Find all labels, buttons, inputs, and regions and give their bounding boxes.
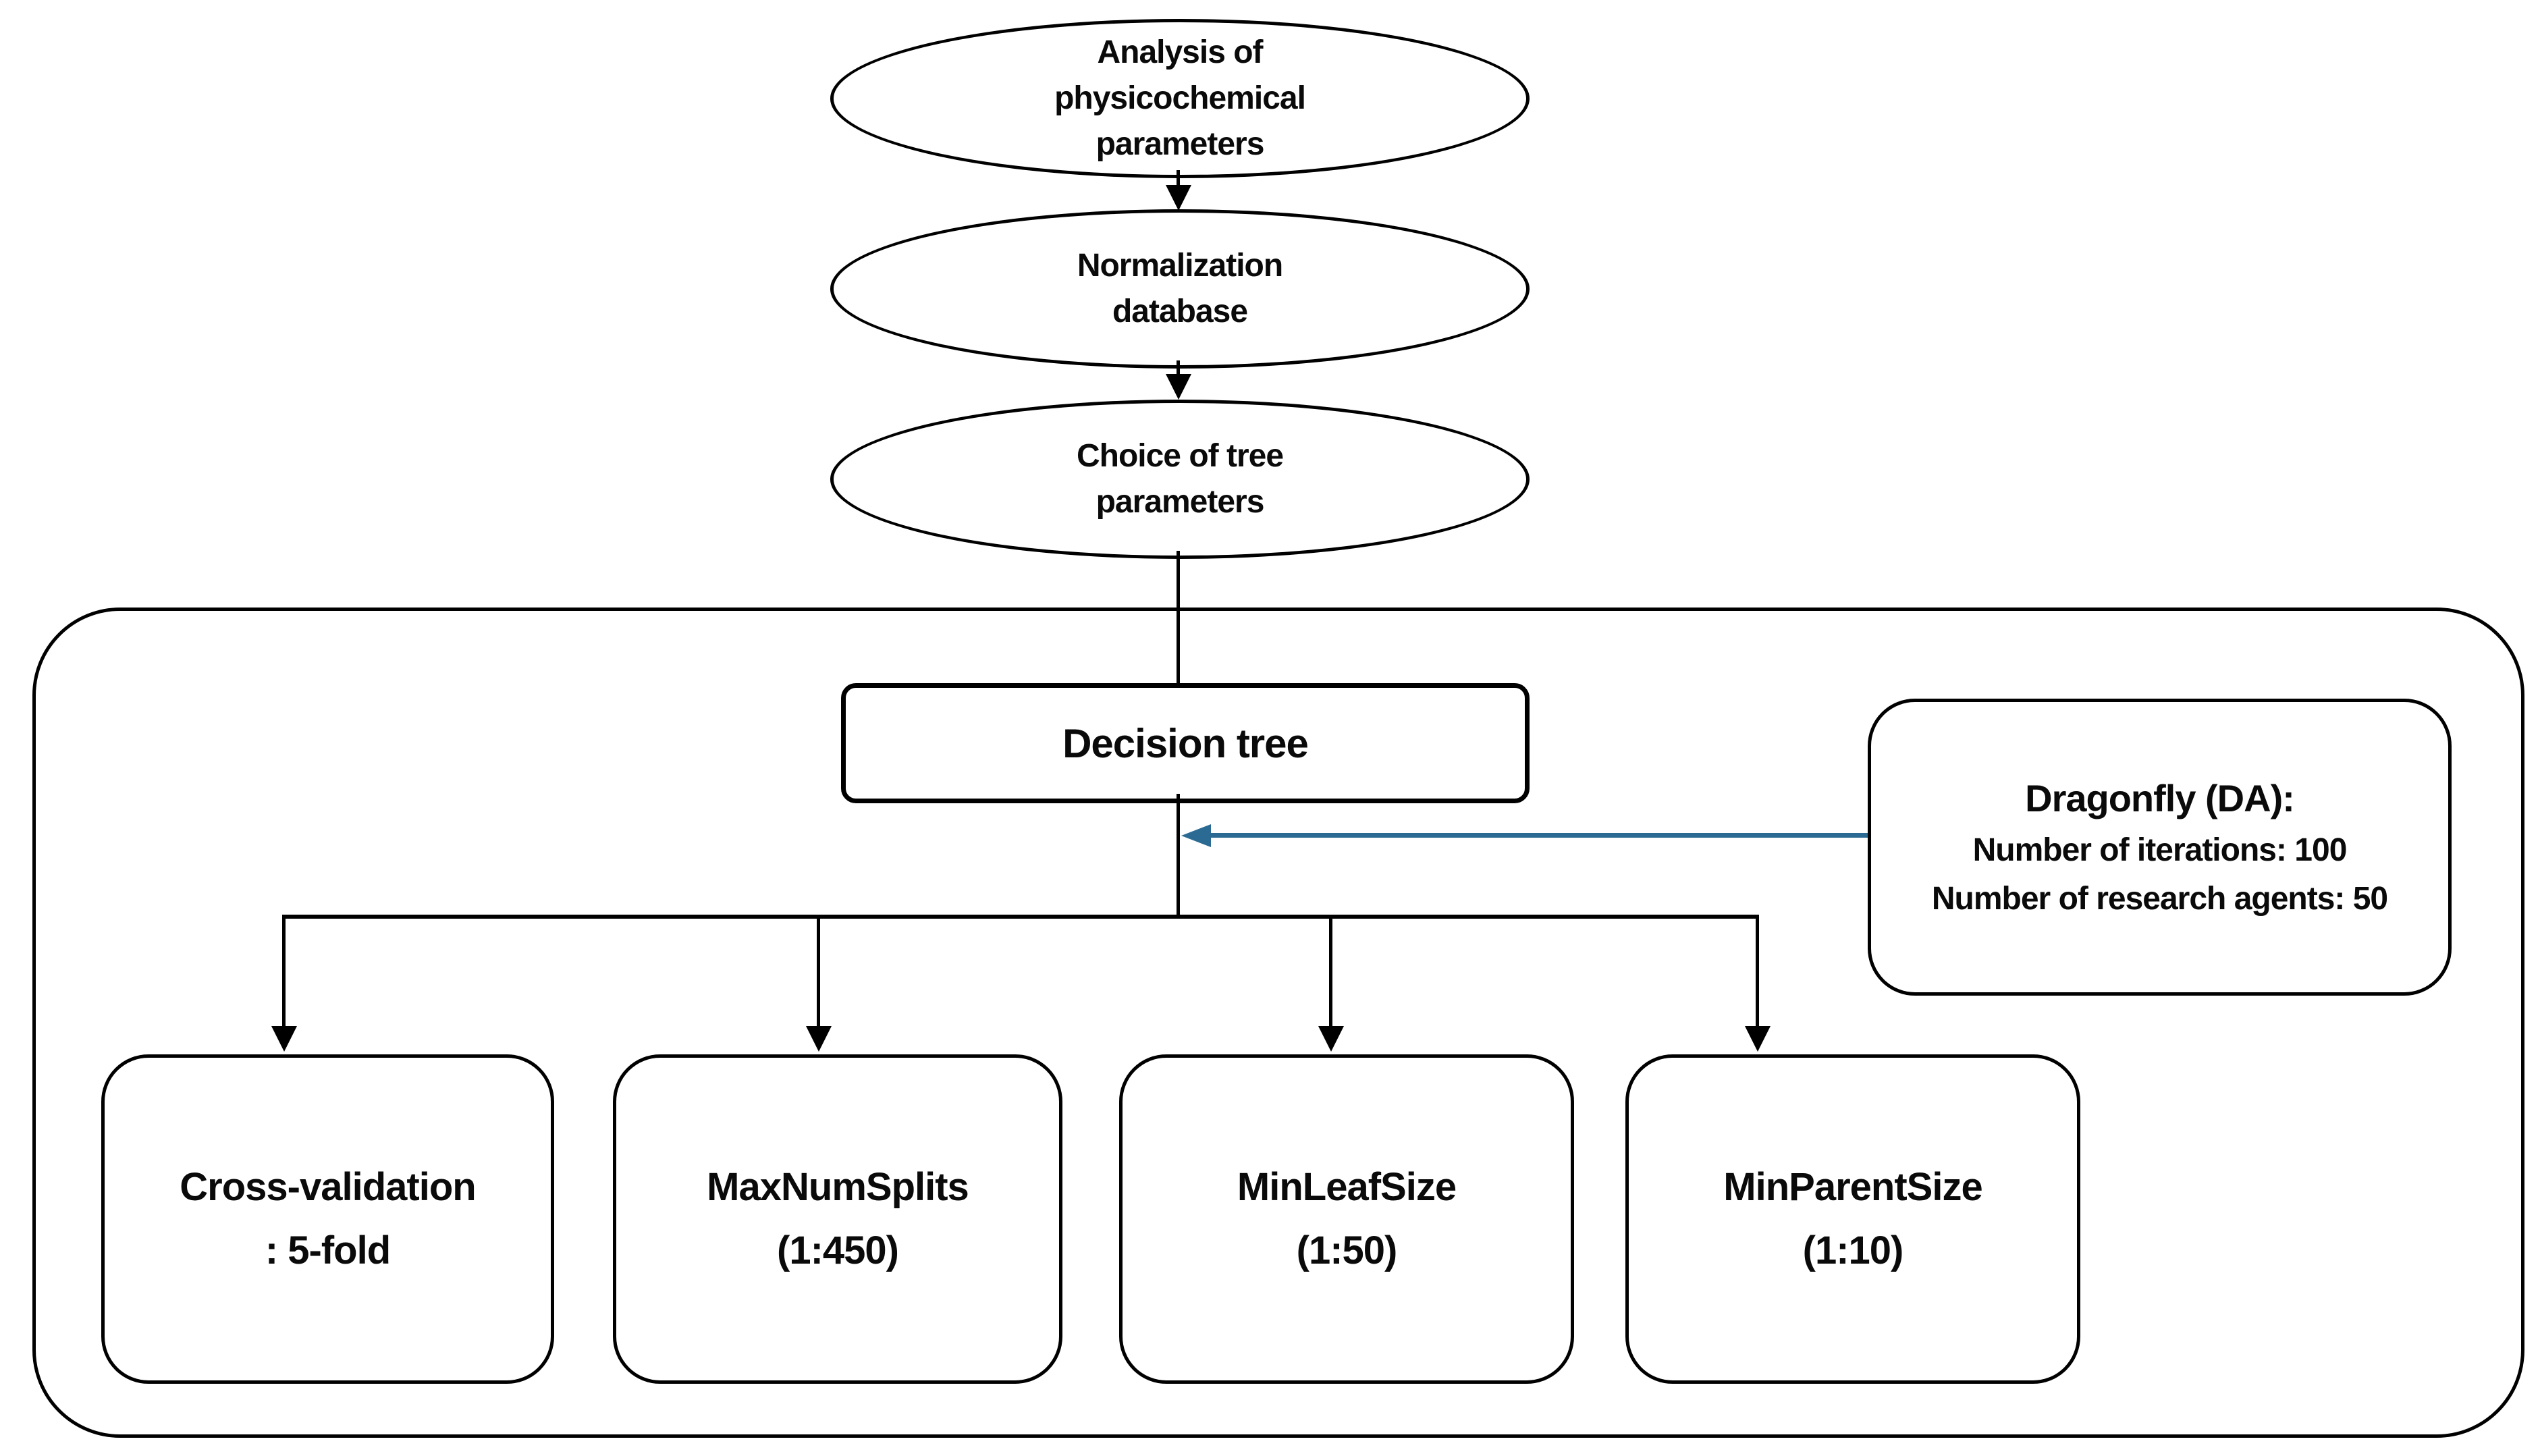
param-box-minparentsize-line1: MinParentSize — [1723, 1165, 1982, 1210]
arrow-analysis-to-normalization-head-icon — [1166, 185, 1191, 211]
ellipse-choice: Choice of tree parameters — [830, 400, 1530, 559]
dragonfly-arrow-line — [1210, 833, 1868, 838]
param-box-cross-validation: Cross-validation : 5-fold — [101, 1054, 554, 1384]
param-box-minleafsize: MinLeafSize (1:50) — [1119, 1054, 1574, 1384]
ellipse-analysis: Analysis of physicochemical parameters — [830, 19, 1530, 178]
ellipse-choice-line1: Choice of tree — [1076, 437, 1284, 474]
ellipse-normalization-line2: database — [1112, 294, 1248, 329]
ellipse-choice-line2: parameters — [1096, 484, 1265, 520]
drop-arrow-crossvalidation-line — [282, 919, 286, 1029]
drop-arrow-maxnumsplits-head-icon — [806, 1026, 832, 1052]
param-box-maxnumsplits-line2: (1:450) — [777, 1229, 899, 1272]
decision-tree-box: Decision tree — [841, 683, 1530, 803]
drop-arrow-maxnumsplits-line — [817, 919, 820, 1029]
dragonfly-agents: Number of research agents: 50 — [1931, 880, 2388, 917]
drop-arrow-minparentsize-line — [1756, 919, 1759, 1029]
arrow-analysis-to-normalization-line — [1177, 170, 1180, 189]
tree-parameters-container — [32, 608, 2524, 1438]
drop-arrow-minparentsize-head-icon — [1745, 1026, 1771, 1052]
param-box-minparentsize-line2: (1:10) — [1802, 1229, 1904, 1272]
param-box-cross-validation-line2: : 5-fold — [265, 1229, 391, 1272]
ellipse-analysis-line3: parameters — [1096, 126, 1265, 163]
drop-arrow-minleafsize-line — [1329, 919, 1332, 1029]
param-box-minparentsize: MinParentSize (1:10) — [1625, 1054, 2080, 1384]
arrow-normalization-to-choice-line — [1177, 360, 1180, 378]
param-box-minleafsize-line1: MinLeafSize — [1237, 1165, 1457, 1210]
decision-tree-label: Decision tree — [1062, 720, 1309, 766]
arrow-normalization-to-choice-head-icon — [1166, 374, 1191, 400]
dragonfly-box: Dragonfly (DA): Number of iterations: 10… — [1868, 699, 2452, 996]
connector-decision-to-branch-line — [1177, 794, 1180, 918]
param-box-maxnumsplits-line1: MaxNumSplits — [707, 1165, 969, 1210]
drop-arrow-crossvalidation-head-icon — [271, 1026, 297, 1052]
ellipse-analysis-line2: physicochemical — [1054, 80, 1306, 116]
drop-arrow-minleafsize-head-icon — [1318, 1026, 1344, 1052]
ellipse-analysis-line1: Analysis of — [1097, 34, 1263, 70]
ellipse-normalization-line1: Normalization — [1077, 247, 1283, 284]
dragonfly-arrow-head-icon — [1181, 824, 1211, 847]
dragonfly-iterations: Number of iterations: 100 — [1972, 832, 2348, 868]
branch-horizontal-line — [282, 915, 1759, 919]
param-box-minleafsize-line2: (1:50) — [1296, 1229, 1398, 1272]
ellipse-normalization: Normalization database — [830, 209, 1530, 369]
param-box-cross-validation-line1: Cross-validation — [180, 1165, 476, 1210]
param-box-maxnumsplits: MaxNumSplits (1:450) — [613, 1054, 1062, 1384]
connector-choice-to-decision-line — [1177, 551, 1180, 686]
dragonfly-title: Dragonfly (DA): — [2025, 777, 2295, 820]
